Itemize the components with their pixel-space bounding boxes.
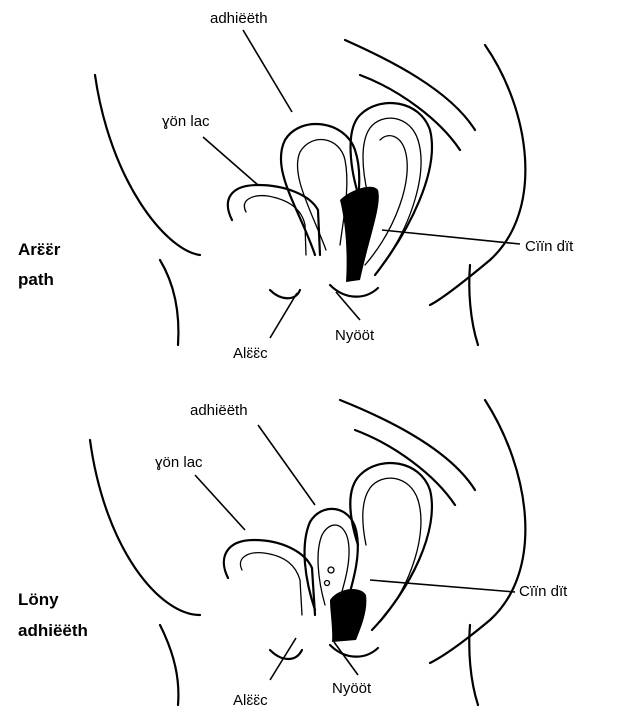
anatomy-drawing-bottom: [90, 400, 525, 705]
leader-line: [334, 642, 358, 675]
leader-line: [243, 30, 292, 112]
leader-line: [370, 580, 515, 592]
anatomy-drawing-top: [95, 40, 525, 345]
label-nyoot: Nyööt: [332, 680, 372, 697]
diagram-panel-top: adhiëëth ɣön lac Cïïn dït Alɛ̈ɛ̈c Nyööt …: [18, 10, 574, 362]
label-yon-lac: ɣön lac: [155, 454, 203, 471]
label-adhieth: adhiëëth: [190, 402, 248, 419]
label-nyoot: Nyööt: [335, 327, 375, 344]
side-label-line2: adhiëëth: [18, 621, 88, 640]
leader-line: [195, 475, 245, 530]
label-yon-lac: ɣön lac: [162, 113, 210, 130]
label-alec: Alɛ̈ɛ̈c: [233, 345, 268, 362]
label-ciin-dit: Cïïn dït: [519, 583, 568, 600]
label-adhieth: adhiëëth: [210, 10, 268, 27]
leader-line: [270, 293, 297, 338]
label-ciin-dit: Cïïn dït: [525, 238, 574, 255]
side-label-line2: path: [18, 270, 54, 289]
side-label-line1: Arɛ̈ɛ̈r: [18, 240, 61, 259]
label-alec: Alɛ̈ɛ̈c: [233, 692, 268, 709]
leader-line: [203, 137, 258, 185]
side-label-line1: Löny: [18, 590, 59, 609]
leader-line: [382, 230, 520, 244]
leader-line: [258, 425, 315, 505]
diagram-panel-bottom: adhiëëth ɣön lac Cïïn dït Alɛ̈ɛ̈c Nyööt …: [18, 400, 568, 709]
